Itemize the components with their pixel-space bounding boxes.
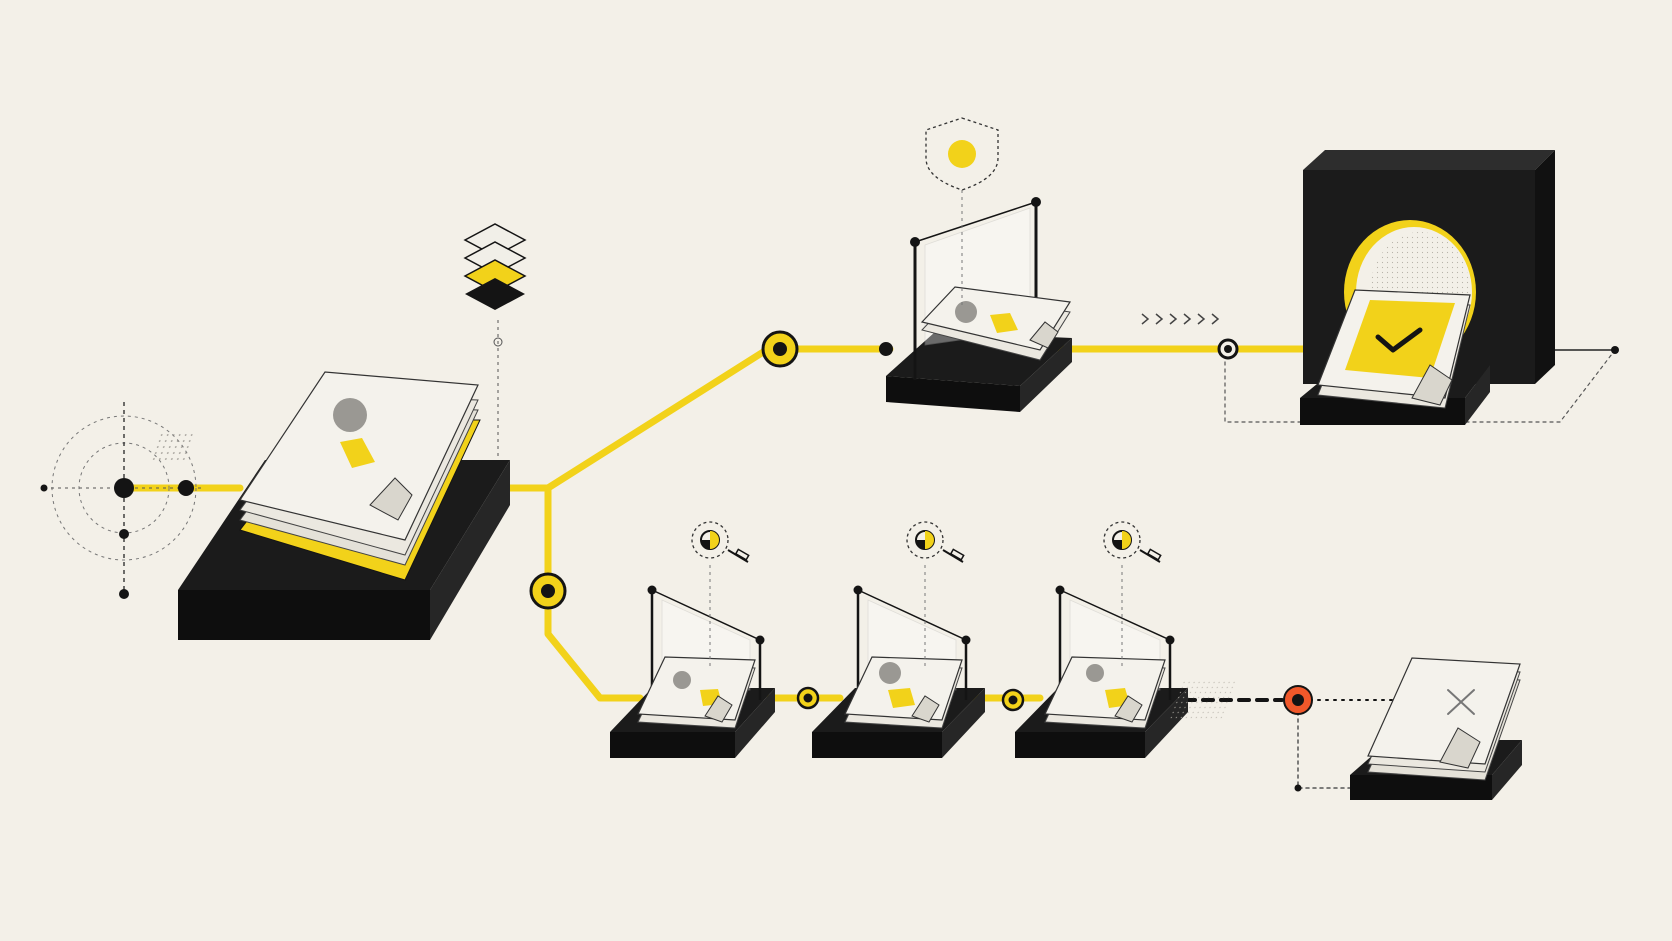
approved-exit-node	[1611, 346, 1619, 354]
layers-icon	[463, 223, 527, 460]
magnifier-icon	[1103, 521, 1162, 563]
upper-entry-node	[879, 342, 893, 356]
magnifier-icon	[691, 521, 750, 563]
review-station-2	[812, 521, 985, 758]
review-3-document	[1044, 656, 1166, 721]
review-station-1	[610, 521, 775, 758]
review-link-node-1	[796, 686, 820, 710]
lower-branch-line	[544, 484, 644, 702]
shield-icon	[925, 117, 999, 191]
lower-junction-node	[529, 572, 567, 610]
upper-check-stage	[886, 190, 1072, 412]
source-doc-grey-circle	[333, 398, 367, 432]
source-stage	[150, 371, 510, 640]
upper-junction-node	[761, 330, 799, 368]
checkmark-icon	[1375, 327, 1423, 353]
source-platform-side	[178, 590, 430, 640]
approved-entry-node	[1217, 338, 1239, 360]
review-2-document	[844, 656, 963, 721]
x-mark-icon	[1447, 689, 1475, 715]
upper-branch-line	[544, 345, 894, 492]
approved-stage	[1300, 150, 1555, 425]
approved-yellow-panel	[1345, 300, 1455, 378]
crosshair-icon	[40, 402, 204, 599]
connector-nodes	[40, 313, 1619, 792]
review-station-3	[1015, 521, 1188, 758]
review-link-node-2	[1001, 688, 1025, 712]
reject-guide-node	[1294, 784, 1302, 792]
magnifier-icon	[906, 521, 965, 563]
rejected-stage	[1167, 657, 1522, 800]
review-1-document	[637, 656, 756, 721]
chevrons-right-icon	[1141, 313, 1220, 325]
source-doc-yellow-square	[340, 438, 375, 468]
reject-node	[1283, 685, 1313, 715]
